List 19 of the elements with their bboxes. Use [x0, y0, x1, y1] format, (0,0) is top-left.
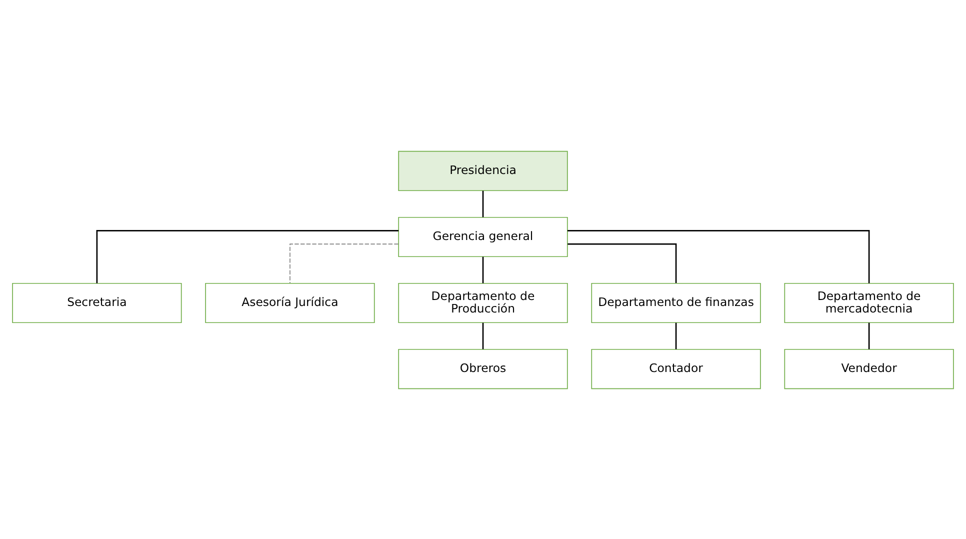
- node-box: Departamento de Producción: [398, 282, 568, 323]
- connector: [568, 242, 677, 283]
- connector: [482, 256, 484, 283]
- connector: [868, 322, 870, 349]
- connector: [567, 230, 870, 283]
- node-box: Departamento de mercadotecnia: [784, 282, 954, 323]
- connector: [482, 190, 484, 217]
- node-box: Secretaria: [12, 282, 182, 323]
- connector: [96, 230, 399, 283]
- node-box: Departamento de finanzas: [591, 282, 761, 323]
- node-box: Presidencia: [398, 150, 568, 191]
- connector: [675, 322, 677, 349]
- node-box: Asesoría Jurídica: [205, 282, 375, 323]
- node-box: Gerencia general: [398, 216, 568, 257]
- connector: [482, 322, 484, 349]
- node-box: Vendedor: [784, 348, 954, 389]
- node-box: Obreros: [398, 348, 568, 389]
- connector: [290, 243, 399, 283]
- node-box: Contador: [591, 348, 761, 389]
